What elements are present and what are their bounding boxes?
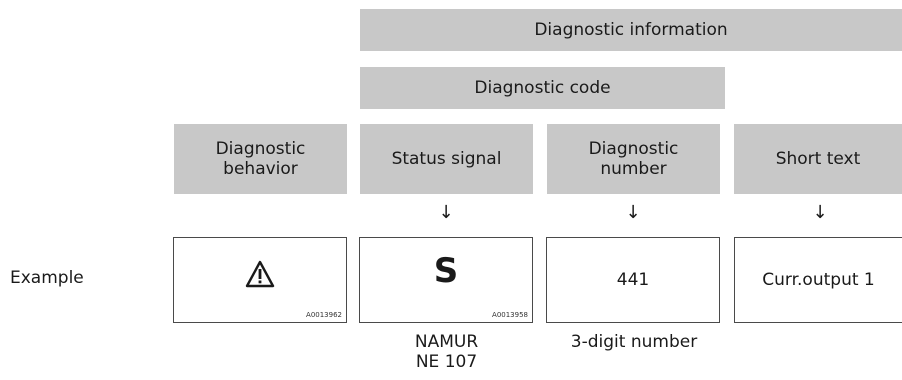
diagnostic-number-header: Diagnostic number — [547, 124, 720, 194]
diagnostic-number-example: 441 — [546, 237, 720, 323]
behavior-image-ref: A0013962 — [306, 311, 342, 319]
text-arrow-icon: ↓ — [812, 202, 828, 223]
diagnostic-code-header: Diagnostic code — [360, 67, 725, 109]
short-text-header: Short text — [734, 124, 902, 194]
diagnostic-number-label: Diagnostic number — [588, 139, 679, 179]
number-arrow-icon: ↓ — [625, 202, 641, 223]
short-text-example: Curr.output 1 — [734, 237, 902, 323]
status-signal-footnote: NAMUR NE 107 — [414, 332, 479, 372]
status-signal-header: Status signal — [360, 124, 533, 194]
status-signal-symbol: S — [433, 251, 459, 291]
diagnostic-information-label: Diagnostic information — [534, 20, 728, 40]
diagnostic-number-footnote: 3-digit number — [570, 332, 698, 352]
diagnostic-number-value: 441 — [616, 270, 650, 290]
status-signal-example: S A0013958 — [359, 237, 533, 323]
diagnostic-behavior-header: Diagnostic behavior — [174, 124, 347, 194]
diagnostic-code-label: Diagnostic code — [474, 78, 611, 98]
status-image-ref: A0013958 — [492, 311, 528, 319]
example-row-label: Example — [10, 268, 84, 288]
status-signal-label: Status signal — [391, 149, 502, 169]
status-arrow-icon: ↓ — [438, 202, 454, 223]
diagnostic-behavior-example: A0013962 — [173, 237, 347, 323]
warning-triangle-icon — [245, 260, 275, 288]
diagnostic-behavior-label: Diagnostic behavior — [215, 139, 306, 179]
short-text-label: Short text — [775, 149, 861, 169]
diagnostic-information-header: Diagnostic information — [360, 9, 902, 51]
short-text-value: Curr.output 1 — [762, 270, 875, 290]
